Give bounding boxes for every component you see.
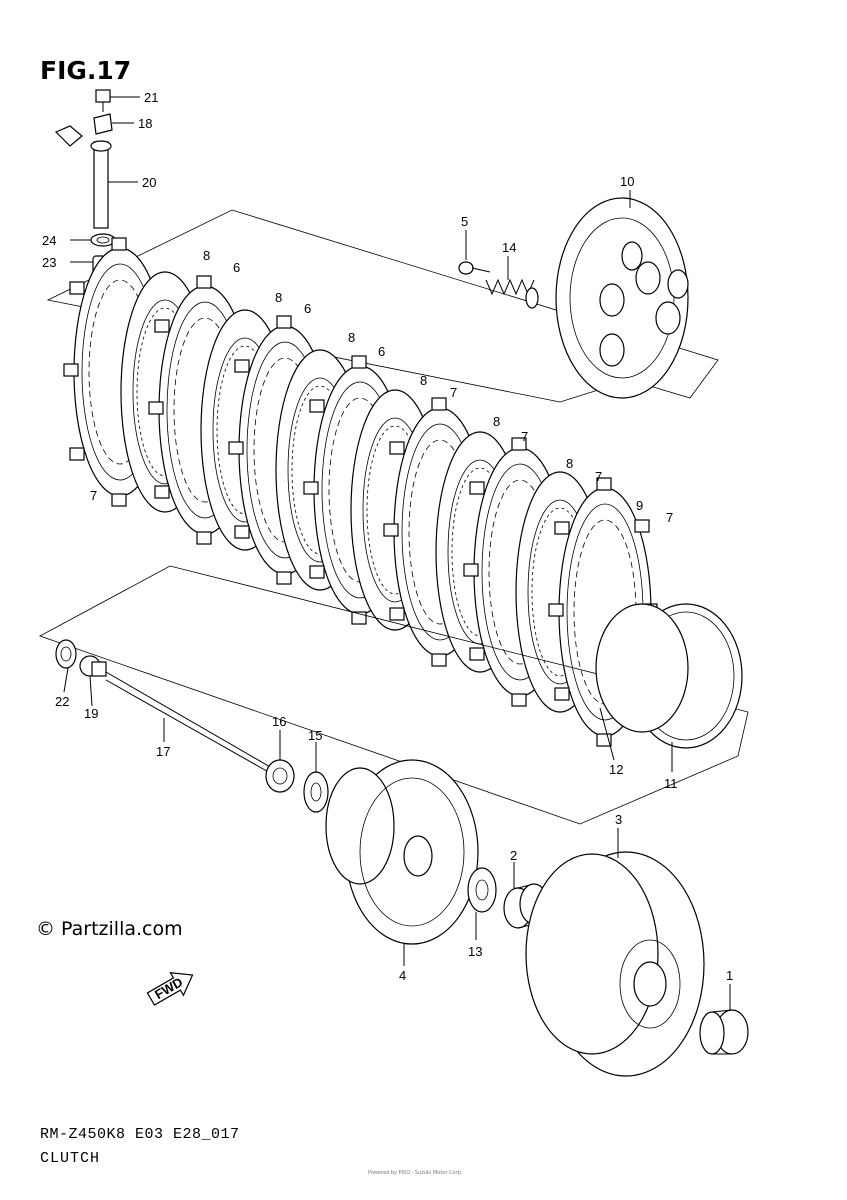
callout-11: 11 [664,776,678,791]
lock-washer-icon [303,771,329,813]
callout-6: 6 [378,344,385,359]
callout-12: 12 [609,762,623,777]
figure-title: FIG.17 [40,56,132,85]
callout-6: 6 [233,260,240,275]
release-shaft-icon [54,125,112,229]
callout-23: 23 [42,255,56,270]
section-name: CLUTCH [40,1150,101,1167]
spring-seat-icon [595,603,689,733]
clutch-sleeve-hub-icon [325,759,479,945]
callout-2: 2 [510,848,517,863]
callout-7: 7 [666,510,673,525]
callout-8: 8 [420,373,427,388]
callout-8: 8 [348,330,355,345]
push-rod-icon [105,671,273,775]
callout-16: 16 [272,714,286,729]
forward-direction-arrow: FWD [146,972,194,1006]
callout-15: 15 [308,728,322,743]
clamp-icon [93,113,113,135]
leader-lines [63,96,731,1010]
callout-22: 22 [55,694,69,709]
clutch-housing-icon [525,851,705,1077]
clutch-spring-icon [485,278,539,309]
callout-7: 7 [595,469,602,484]
callout-9: 9 [636,498,643,513]
nut-icon [265,759,295,793]
fine-print: Powered by PISO · Suzuki Motor Corp. [368,1170,463,1176]
callout-3: 3 [615,812,622,827]
model-code: RM-Z450K8 E03 E28_017 [40,1126,240,1143]
callout-13: 13 [468,944,482,959]
callout-6: 6 [304,301,311,316]
callout-4: 4 [399,968,406,983]
callout-5: 5 [461,214,468,229]
copyright-notice: © Partzilla.com [36,918,183,940]
callout-17: 17 [156,744,170,759]
callout-10: 10 [620,174,634,189]
callout-8: 8 [566,456,573,471]
callout-19: 19 [84,706,98,721]
callout-7: 7 [90,488,97,503]
thrust-washer-icon [467,867,497,913]
callout-8: 8 [493,414,500,429]
callout-18: 18 [138,116,152,131]
callout-8: 8 [275,290,282,305]
push-piece-icon [79,655,107,677]
callout-21: 21 [144,90,158,105]
callout-8: 8 [203,248,210,263]
pressure-plate-icon [555,197,689,399]
bolt-icon [95,89,111,112]
callout-20: 20 [142,175,156,190]
callout-7: 7 [450,385,457,400]
bolt-icon [458,261,491,275]
callout-24: 24 [42,233,56,248]
collar-icon [699,1009,749,1055]
callout-1: 1 [726,968,733,983]
callout-7: 7 [521,429,528,444]
callout-14: 14 [502,240,516,255]
oil-seal-icon [55,639,77,669]
